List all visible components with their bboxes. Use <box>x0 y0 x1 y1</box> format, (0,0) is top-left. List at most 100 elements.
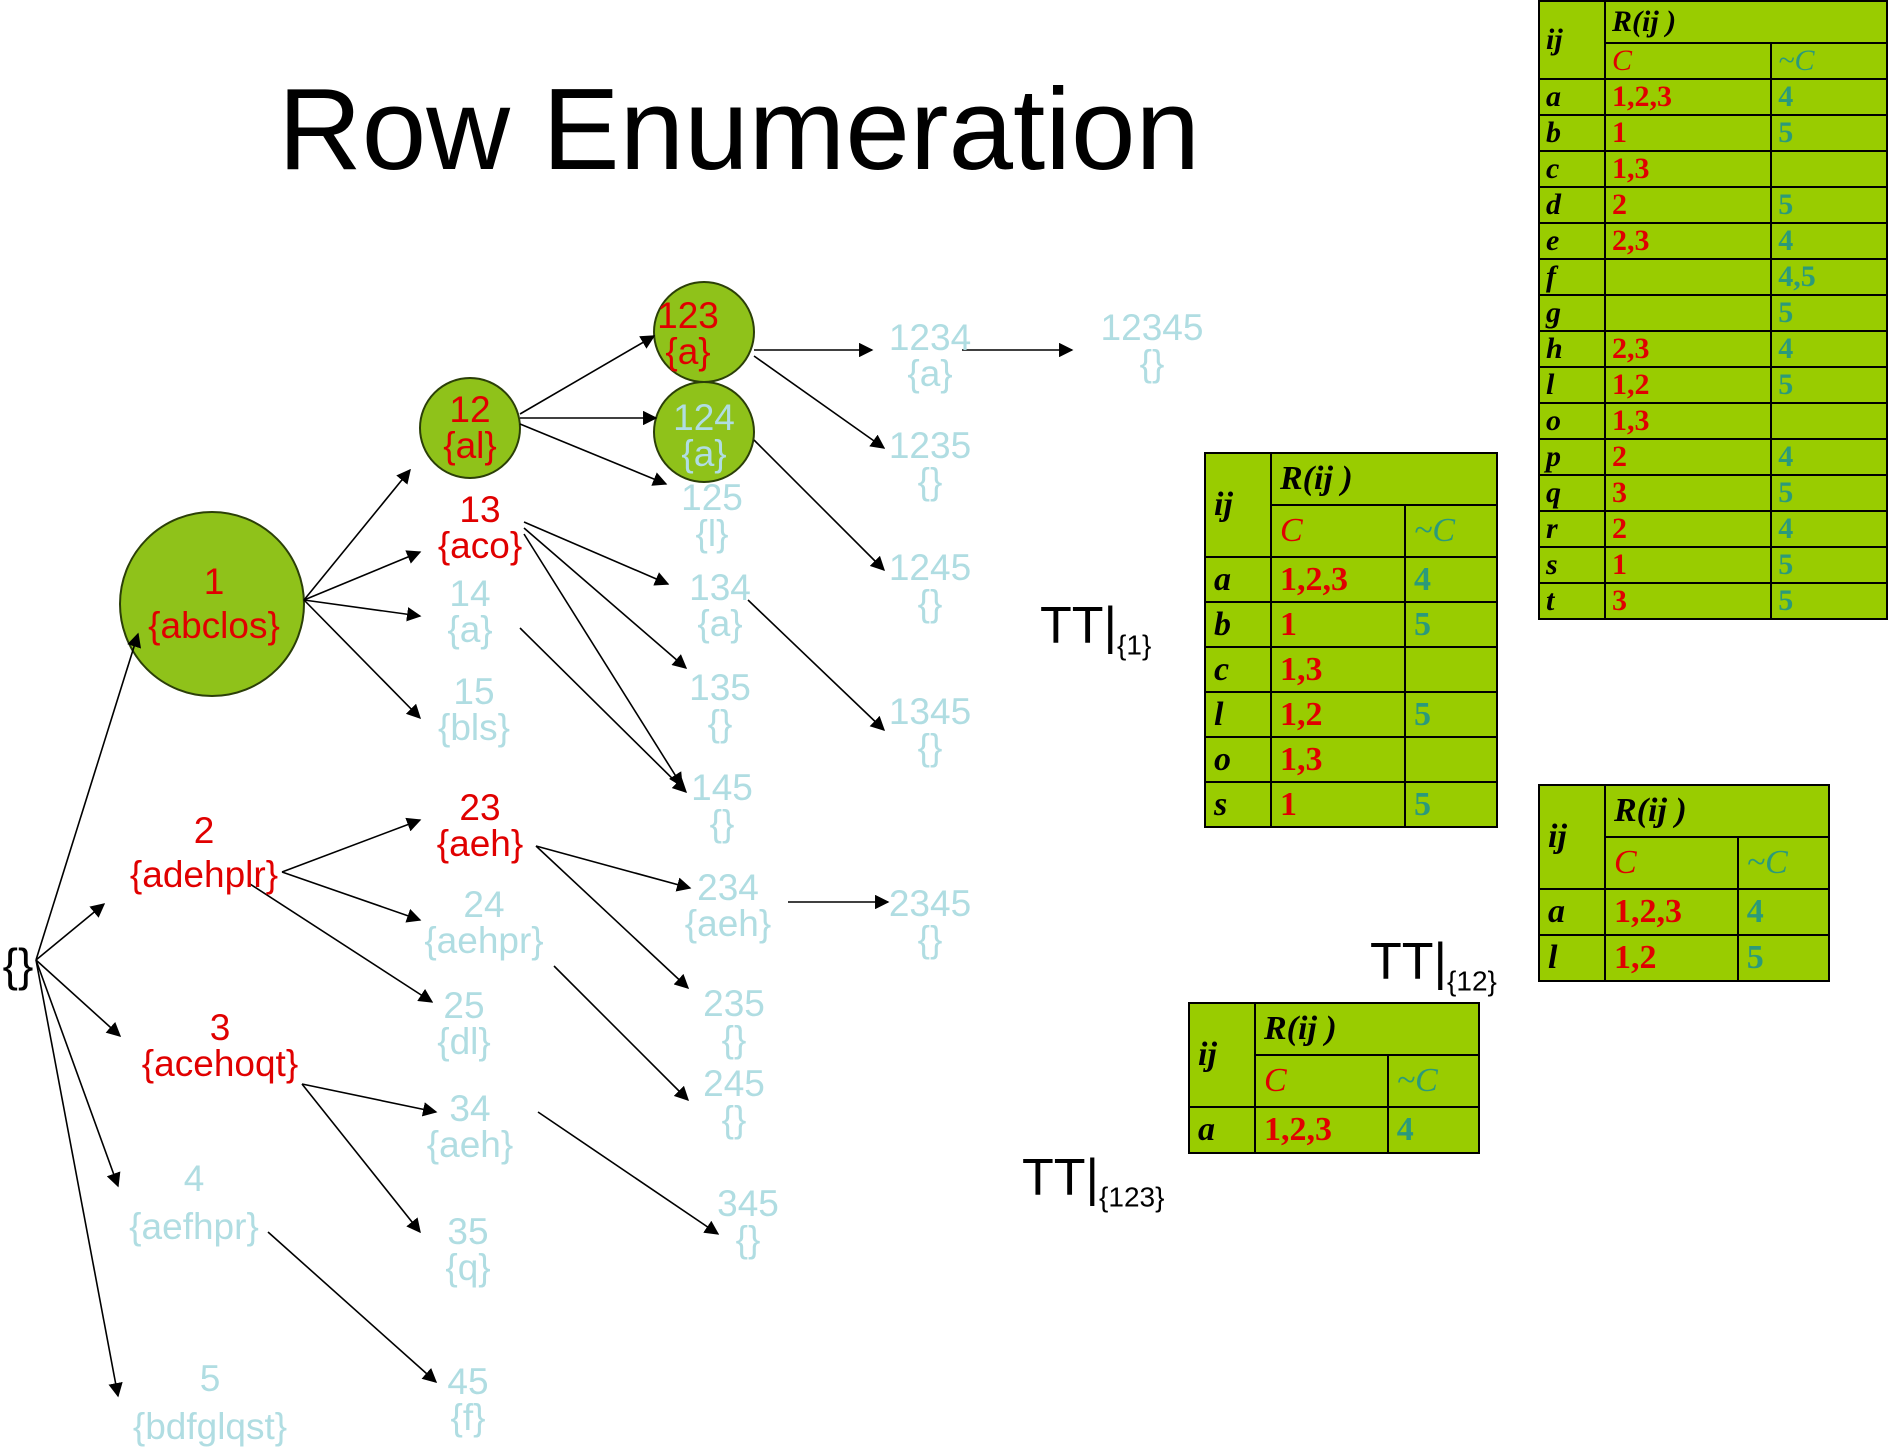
tree-edge-arrow <box>303 468 411 601</box>
row-key: l <box>1538 366 1606 404</box>
tree-edge-arrow <box>523 521 670 586</box>
c-value <box>1603 258 1773 296</box>
tree-edge-arrow <box>249 883 434 1003</box>
header-r: R(ij ) <box>1604 784 1830 838</box>
node-1345: 1345{} <box>888 691 972 768</box>
header-r: R(ij ) <box>1254 1002 1480 1056</box>
not-c-value: 5 <box>1403 601 1499 648</box>
node-34: 34{aeh} <box>426 1088 514 1165</box>
row-key: a <box>1538 78 1606 116</box>
node-15: 15{bls} <box>437 671 511 748</box>
tree-edge-arrow <box>281 871 422 923</box>
row-key: a <box>1204 556 1272 603</box>
circle-node-1 <box>119 511 305 697</box>
page-title: Row Enumeration <box>278 64 1200 194</box>
tree-edge-arrow <box>301 1083 421 1234</box>
c-value: 2 <box>1603 510 1773 548</box>
tree-edge-arrow <box>35 903 106 961</box>
not-c-value: 5 <box>1770 474 1888 512</box>
tree-edge-arrow <box>35 959 122 1037</box>
c-value: 1,2 <box>1270 691 1406 738</box>
not-c-value: 4 <box>1770 222 1888 260</box>
node-145: 145{} <box>691 767 753 844</box>
not-c-value <box>1403 646 1499 693</box>
node-25: 25{dl} <box>437 985 491 1062</box>
node-5: 5{bdfglqst} <box>132 1358 288 1447</box>
row-key: d <box>1538 186 1606 224</box>
node-3: 3{acehoqt} <box>141 1007 299 1084</box>
not-c-value: 4 <box>1770 78 1888 116</box>
c-value: 2 <box>1603 186 1773 224</box>
header-c: C <box>1603 42 1773 80</box>
node-2: 2{adehplr} <box>129 810 279 895</box>
tree-edge-arrow <box>267 1231 438 1383</box>
row-key: b <box>1538 114 1606 152</box>
header-ij: ij <box>1204 452 1272 558</box>
header-r: R(ij ) <box>1270 452 1498 506</box>
c-value: 1 <box>1603 546 1773 584</box>
row-key: q <box>1538 474 1606 512</box>
node-245: 245{} <box>703 1063 765 1140</box>
tree-edge-arrow <box>753 355 886 449</box>
c-value: 1,2 <box>1604 934 1739 982</box>
node-13: 13{aco} <box>437 489 523 566</box>
node-124: 124{a} <box>673 397 735 474</box>
header-ij: ij <box>1538 0 1606 80</box>
not-c-value: 4 <box>1770 330 1888 368</box>
node-1235: 1235{} <box>888 425 972 502</box>
node-14: 14{a} <box>447 573 493 650</box>
tree-edge-arrow <box>523 533 683 788</box>
row-key: b <box>1204 601 1272 648</box>
not-c-value: 5 <box>1403 781 1499 828</box>
row-key: h <box>1538 330 1606 368</box>
row-key: c <box>1538 150 1606 188</box>
header-c: C <box>1604 836 1739 890</box>
row-key: a <box>1538 888 1606 936</box>
node-235: 235{} <box>703 983 765 1060</box>
c-value: 2,3 <box>1603 222 1773 260</box>
c-value: 1 <box>1270 601 1406 648</box>
c-value: 1,2,3 <box>1270 556 1406 603</box>
c-value: 1,3 <box>1270 646 1406 693</box>
row-key: s <box>1538 546 1606 584</box>
not-c-value: 5 <box>1403 691 1499 738</box>
not-c-value <box>1403 736 1499 783</box>
tree-edge-arrow <box>303 550 422 601</box>
header-c: C <box>1254 1054 1389 1108</box>
tree-edge-arrow <box>519 335 656 415</box>
tree-edge-arrow <box>303 599 422 622</box>
tree-edge-arrow <box>519 627 688 794</box>
node-1234: 1234{a} <box>888 317 972 394</box>
not-c-value: 5 <box>1770 582 1888 620</box>
header-nc: ~C <box>1386 1054 1481 1108</box>
c-value: 1 <box>1603 114 1773 152</box>
projection-label-1: TT|{1} <box>1040 597 1152 661</box>
c-value: 1,3 <box>1270 736 1406 783</box>
not-c-value: 5 <box>1770 186 1888 224</box>
node-12: 12{al} <box>443 389 497 466</box>
row-key: l <box>1204 691 1272 738</box>
tree-edge-arrow <box>535 845 690 989</box>
not-c-value: 5 <box>1736 934 1831 982</box>
header-c: C <box>1270 504 1406 558</box>
c-value: 3 <box>1603 582 1773 620</box>
row-key: f <box>1538 258 1606 296</box>
not-c-value <box>1770 402 1888 440</box>
node-134: 134{a} <box>689 567 751 644</box>
c-value: 1,3 <box>1603 150 1773 188</box>
